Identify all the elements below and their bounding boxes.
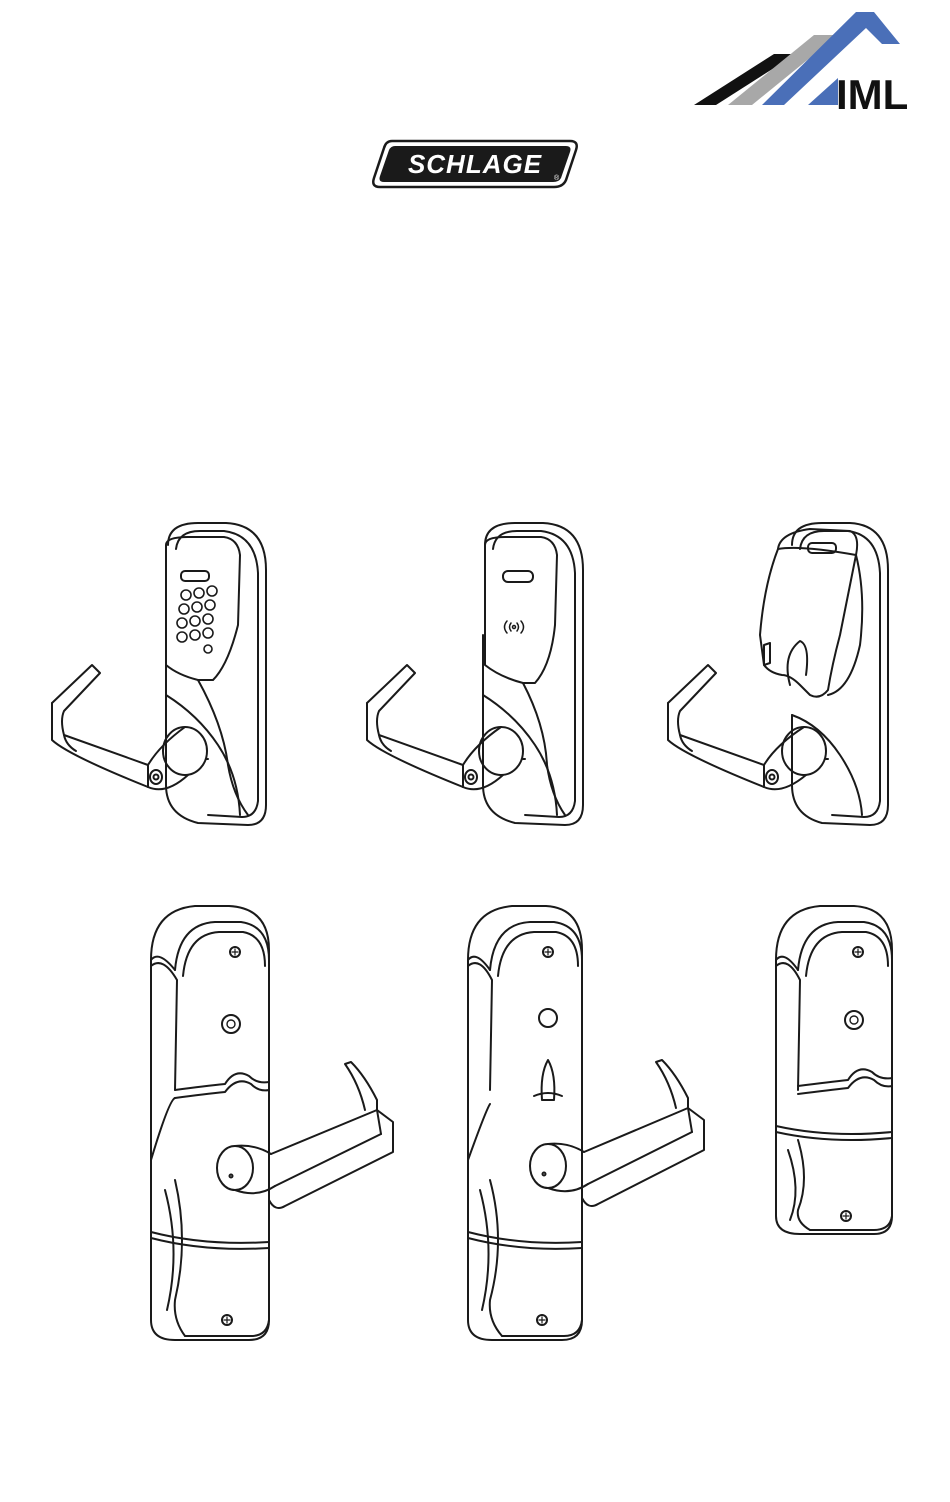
keypad-lock-icon [48, 515, 278, 835]
interior-lever-icon [145, 900, 400, 1350]
registered-mark: ® [554, 174, 560, 182]
schlage-logo-text: SCHLAGE [408, 149, 542, 179]
interior-thumbturn-icon [462, 900, 727, 1350]
iml-logo: IML [688, 8, 908, 112]
proximity-lock-icon [355, 515, 595, 835]
iml-logo-text: IML [836, 71, 908, 112]
schlage-logo: SCHLAGE ® [370, 138, 580, 190]
exit-interior-icon [770, 900, 900, 1240]
magstripe-lock-icon [660, 515, 900, 835]
